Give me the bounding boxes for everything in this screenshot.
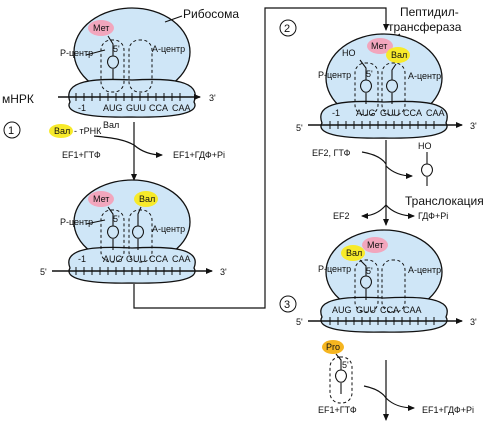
codon-guu-2: GUU (126, 254, 146, 264)
peptidyl-label-1: Пептидил- (400, 5, 459, 19)
three-prime-label-3: 3' (470, 121, 477, 131)
ef1-gdp-pi-label: EF1+ГДФ+Pi (173, 150, 225, 160)
step-1-number: 1 (8, 125, 14, 137)
val-label-3: Вал (391, 50, 407, 60)
codon-cca: CCA (149, 103, 168, 113)
five-prime-mrna-label-3: 5' (296, 123, 303, 133)
codon-cca-3: CCA (403, 108, 422, 118)
val-reagent (49, 124, 73, 138)
translocation-label: Транслокация (405, 194, 484, 208)
minus-one-label-3: -1 (332, 108, 340, 118)
step-3-marker (279, 295, 297, 313)
val-reagent-label: Вал (54, 126, 70, 136)
ef1-gdp-pi-label-2: EF1+ГДФ+Pi (422, 405, 474, 415)
ef1-gtp-label-2: EF1+ГТФ (318, 405, 357, 415)
codon-caa: CAA (172, 103, 191, 113)
codon-ticks (75, 93, 181, 101)
val-label-2: Вал (139, 194, 155, 204)
panel-initiation: Рибосома Мет 5' Р-центр А-центр мНРК 3' … (2, 7, 239, 118)
step-2-marker (279, 19, 297, 37)
val-label-4: Вал (346, 248, 362, 258)
met-amino-acid (88, 20, 114, 36)
pro-amino-acid (322, 340, 344, 354)
codon-cca-2: CCA (149, 254, 168, 264)
mrna-label: мНРК (2, 92, 34, 106)
codon-aug-2: AUG (103, 254, 123, 264)
a-site-label: А-центр (152, 44, 185, 54)
ef2-label: EF2 (333, 211, 350, 221)
trna-superscript: Вал (103, 120, 119, 130)
connector-arrow (133, 7, 389, 309)
codon-caa-3: CAA (426, 108, 445, 118)
five-prime-trna-label-3: 5' (366, 69, 373, 79)
three-prime-label: 3' (209, 93, 216, 103)
met-amino-acid-2 (88, 191, 114, 207)
ho-label-2: HO (418, 141, 432, 151)
panel-peptidyl-transfer: HO Мет Вал 5' Р-центр А-центр 5' 3' -1 A… (296, 33, 477, 139)
three-prime-label-4: 3' (470, 317, 477, 327)
val-amino-acid-3 (386, 47, 410, 63)
ef1-gtp-label: EF1+ГТФ (62, 150, 101, 160)
panel-translocated: Вал Мет 5' Р-центр А-центр 5' 3' AUG GUU… (296, 229, 477, 333)
a-site-label-3: А-центр (408, 71, 441, 81)
peptidyl-label-2: трансфераза (388, 20, 462, 34)
five-prime-trna-label-4: 5' (366, 266, 373, 276)
p-site-box-4 (354, 259, 379, 313)
a-site-label-4: А-центр (408, 265, 441, 275)
met-label-4: Мет (367, 240, 383, 250)
met-label: Мет (93, 23, 109, 33)
p-site-box (100, 39, 125, 93)
codon-ticks-3 (329, 121, 435, 129)
p-site-label-2: Р-центр (60, 217, 93, 227)
p-site-box-3 (354, 62, 379, 116)
codon-aug-4: AUG (332, 305, 352, 315)
a-site-box-3 (381, 62, 406, 116)
met-label-2: Мет (93, 194, 109, 204)
p-site-label: Р-центр (60, 48, 93, 58)
five-prime-mrna-label-2: 5' (40, 267, 47, 277)
three-prime-label-2: 3' (220, 267, 227, 277)
codon-ticks-2 (75, 267, 181, 275)
five-prime-trna-label: 5' (113, 44, 120, 54)
panel-aminoacyl-bound: Мет Вал 5' Р-центр А-центр 5' 3' -1 AUG … (40, 179, 227, 284)
minus-one-label: -1 (78, 103, 86, 113)
released-trna (421, 152, 433, 186)
codon-cca-4: CCA (380, 305, 399, 315)
codon-guu: GUU (126, 103, 146, 113)
met-amino-acid-3 (367, 38, 393, 54)
a-site-box-4 (381, 259, 406, 313)
trna-label: - тРНК (74, 126, 102, 136)
val-amino-acid-2 (134, 191, 158, 207)
codon-aug-3: AUG (356, 108, 376, 118)
codon-guu-3: GUU (380, 108, 400, 118)
p-site-box-2 (100, 209, 125, 263)
codon-aug: AUG (103, 103, 123, 113)
pro-label: Pro (326, 342, 340, 352)
codon-caa-2: CAA (172, 254, 191, 264)
ribosome-label: Рибосома (183, 7, 239, 21)
step-3-number: 3 (284, 299, 290, 311)
p-site-label-4: Р-центр (318, 264, 351, 274)
val-amino-acid-4 (341, 245, 365, 261)
p-site-label-3: Р-центр (318, 70, 351, 80)
five-prime-trna-label-2: 5' (113, 214, 120, 224)
step-1-marker (3, 121, 21, 139)
gdp-pi-label: ГДФ+Pi (418, 211, 448, 221)
five-prime-mrna-label-4: 5' (296, 317, 303, 327)
codon-guu-4: GUU (356, 305, 376, 315)
a-site-box-2 (128, 209, 153, 263)
ef2-gtp-label: EF2, ГТФ (312, 148, 351, 158)
five-prime-pro-trna-label: 5' (342, 360, 349, 370)
a-site-box (128, 39, 153, 93)
pro-trna-box (329, 356, 353, 404)
a-site-label-2: А-центр (152, 224, 185, 234)
codon-ticks-4 (329, 317, 435, 325)
met-amino-acid-4 (362, 237, 388, 253)
met-label-3: Мет (371, 41, 387, 51)
ho-label: HO (342, 48, 356, 58)
step-2-number: 2 (284, 23, 290, 35)
minus-one-label-2: -1 (78, 254, 86, 264)
codon-caa-4: CAA (403, 305, 422, 315)
